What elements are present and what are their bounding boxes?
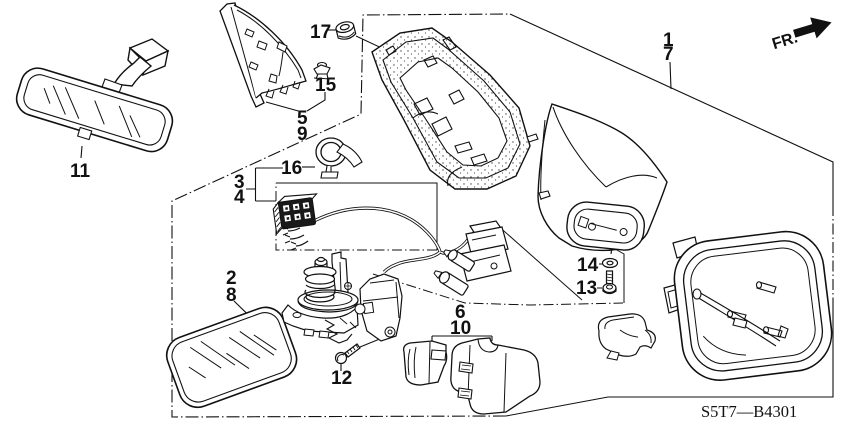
fr-marker: FR. [770, 17, 832, 53]
callout-9: 9 [297, 124, 308, 145]
callout-3: 3 [234, 172, 245, 193]
callout-7: 7 [663, 44, 674, 65]
callout-15: 15 [315, 75, 337, 96]
callout-1: 1 [663, 30, 674, 51]
callout-10: 10 [450, 318, 471, 339]
callout-2: 2 [226, 268, 237, 289]
interior-mirror-drawing [15, 38, 174, 153]
callout-12: 12 [331, 368, 352, 389]
mirror-glass-drawing [165, 306, 298, 409]
harness-drawing [272, 193, 479, 274]
diagram-code: S5T7—B4301 [701, 402, 797, 421]
fr-direction-arrow-icon [793, 17, 832, 39]
fr-label: FR. [770, 29, 800, 53]
callout-16: 16 [281, 158, 302, 179]
bolt13-drawing [602, 270, 617, 295]
callout-4: 4 [234, 187, 245, 208]
nut-drawing [335, 21, 357, 40]
clip15-drawing [313, 61, 332, 80]
front-cover-drawing [526, 103, 668, 252]
callout-labels: 11 17 15 5 9 16 3 4 2 8 1 7 14 13 12 6 1… [70, 22, 674, 389]
callout-6: 6 [455, 302, 466, 323]
callout-11: 11 [70, 161, 91, 182]
outer-housing-drawing [663, 230, 833, 381]
pivot-actuator-drawing [281, 251, 403, 344]
screw12-drawing [334, 343, 361, 365]
mirror-base-drawing [371, 27, 531, 190]
callout-13: 13 [576, 278, 597, 299]
washer14-drawing [601, 257, 619, 269]
harness-actuator-drawing [433, 220, 512, 296]
garnish-drawing [219, 2, 307, 108]
callout-8: 8 [226, 285, 237, 306]
covers-drawing [402, 337, 541, 415]
callout-14: 14 [577, 255, 599, 276]
callout-17: 17 [310, 22, 331, 43]
assembly-border [171, 13, 834, 418]
clip16-drawing [315, 137, 363, 179]
holder-bracket-drawing [597, 313, 656, 361]
callout-5: 5 [297, 108, 308, 129]
